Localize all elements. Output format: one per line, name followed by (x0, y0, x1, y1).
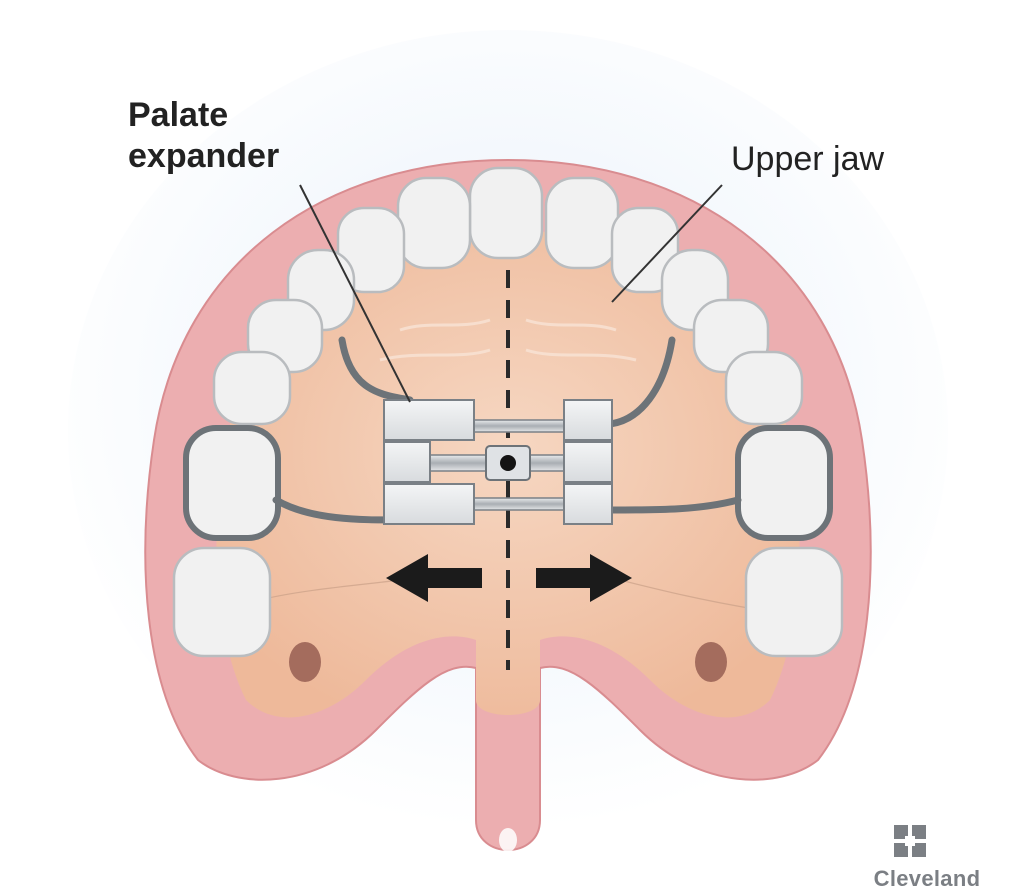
tooth (172, 546, 272, 658)
palate-expander-label-line2: expander (128, 136, 280, 175)
cleveland-clinic-logo-icon (894, 825, 926, 857)
expander-rod (461, 419, 569, 433)
leader-line-palate-expander (299, 184, 411, 403)
tooth (468, 166, 544, 260)
expander-block (563, 399, 613, 441)
palate-expander-label-line1: Palate (128, 96, 229, 134)
tooth (610, 206, 680, 294)
palate-expander-device (383, 399, 613, 525)
tooth (336, 206, 406, 294)
leader-line-upper-jaw (611, 184, 723, 303)
tooth (744, 546, 844, 658)
expander-block (383, 483, 475, 525)
tooth (212, 350, 292, 426)
palatine-pit-left (289, 642, 321, 682)
brand-name: Cleveland (873, 866, 981, 891)
uvula-highlight (499, 828, 517, 852)
palate-lines (259, 579, 761, 611)
tooth (544, 176, 620, 270)
brand-mark: Cleveland (852, 820, 1002, 892)
left-arrow-icon (386, 554, 482, 602)
upper-jaw-label: Upper jaw (731, 140, 885, 178)
expander-screw-icon (485, 445, 531, 481)
tooth (396, 176, 472, 270)
palatine-pit-right (695, 642, 727, 682)
right-arrow-icon (536, 554, 632, 602)
expander-block (383, 441, 431, 483)
tooth (735, 425, 833, 541)
palate-expander-label: Palate expander (128, 95, 279, 177)
expander-rod (461, 497, 569, 511)
expander-block (563, 483, 613, 525)
tooth (724, 350, 804, 426)
teeth-row (172, 166, 844, 658)
expander-block (383, 399, 475, 441)
tooth (183, 425, 281, 541)
palatal-ridges (379, 318, 637, 362)
expander-block (563, 441, 613, 483)
